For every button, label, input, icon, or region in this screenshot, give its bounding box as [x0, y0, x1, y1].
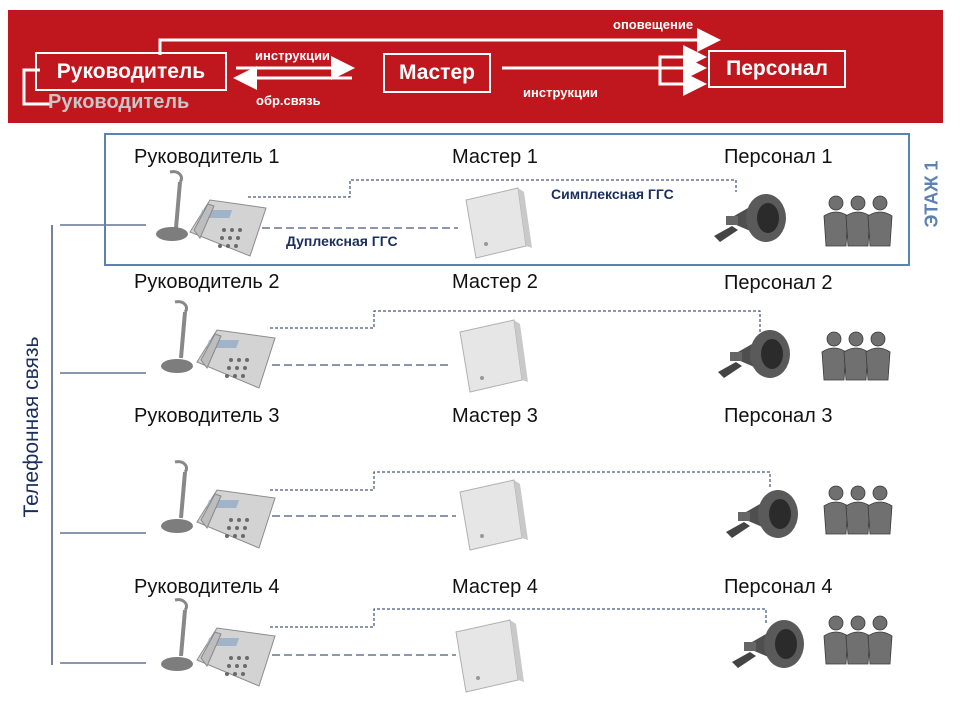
workers-group-icon [823, 485, 893, 535]
workers-group-icon [821, 331, 891, 381]
self-loop [22, 68, 52, 106]
staff-label-4: Персонал 4 [724, 576, 833, 598]
master-label-3: Мастер 3 [452, 405, 538, 427]
duplex-label: Дуплексная ГГС [286, 233, 398, 249]
desk-phone-microphone-icon [161, 598, 276, 687]
boss-label-1: Руководитель 1 [134, 146, 280, 168]
desk-phone-microphone-icon [161, 460, 276, 549]
staff-box-label: Персонал [726, 57, 828, 80]
notify-label: оповещение [613, 17, 694, 32]
floor-frame [104, 133, 910, 266]
horn-speaker-icon [732, 620, 804, 668]
boss-ghost-label: Руководитель [48, 91, 190, 113]
phone-label: Телефонная связь [20, 336, 43, 518]
intercom-panel-icon [459, 319, 528, 393]
staff-label-1: Персонал 1 [724, 146, 833, 168]
boss-label-3: Руководитель 3 [134, 405, 280, 427]
desk-phone-microphone-icon [156, 170, 267, 257]
feedback-label: обр.связь [256, 93, 321, 108]
staff-box: Персонал [708, 50, 846, 88]
boss-box: Руководитель [35, 52, 227, 91]
workers-group-icon [823, 615, 893, 665]
intercom-panel-icon [465, 187, 532, 259]
desk-phone-microphone-icon [161, 300, 276, 389]
master-label-1: Мастер 1 [452, 146, 538, 168]
header-banner [8, 10, 943, 123]
horn-speaker-icon [718, 330, 790, 378]
intercom-panel-icon [459, 479, 528, 551]
floor-label: ЭТАЖ 1 [921, 160, 942, 228]
master-label-4: Мастер 4 [452, 576, 538, 598]
notify-arrow [158, 28, 721, 55]
instructions-bottom-label: инструкции [523, 85, 598, 100]
boss-label-2: Руководитель 2 [134, 271, 280, 293]
staff-fan-top [658, 45, 707, 69]
master-box: Мастер [383, 53, 491, 93]
boss-box-label: Руководитель [56, 59, 206, 83]
instructions-top-label: инструкции [255, 48, 330, 63]
horn-speaker-icon [726, 490, 798, 538]
staff-fan-bottom [658, 68, 707, 96]
horn-speaker-icon [714, 194, 786, 242]
staff-label-2: Персонал 2 [724, 272, 833, 294]
simplex-label: Симплексная ГГС [551, 186, 674, 202]
staff-label-3: Персонал 3 [724, 405, 833, 427]
master-label-2: Мастер 2 [452, 271, 538, 293]
intercom-panel-icon [455, 619, 524, 693]
workers-group-icon [823, 195, 893, 247]
master-box-label: Мастер [399, 61, 475, 84]
boss-label-4: Руководитель 4 [134, 576, 280, 598]
